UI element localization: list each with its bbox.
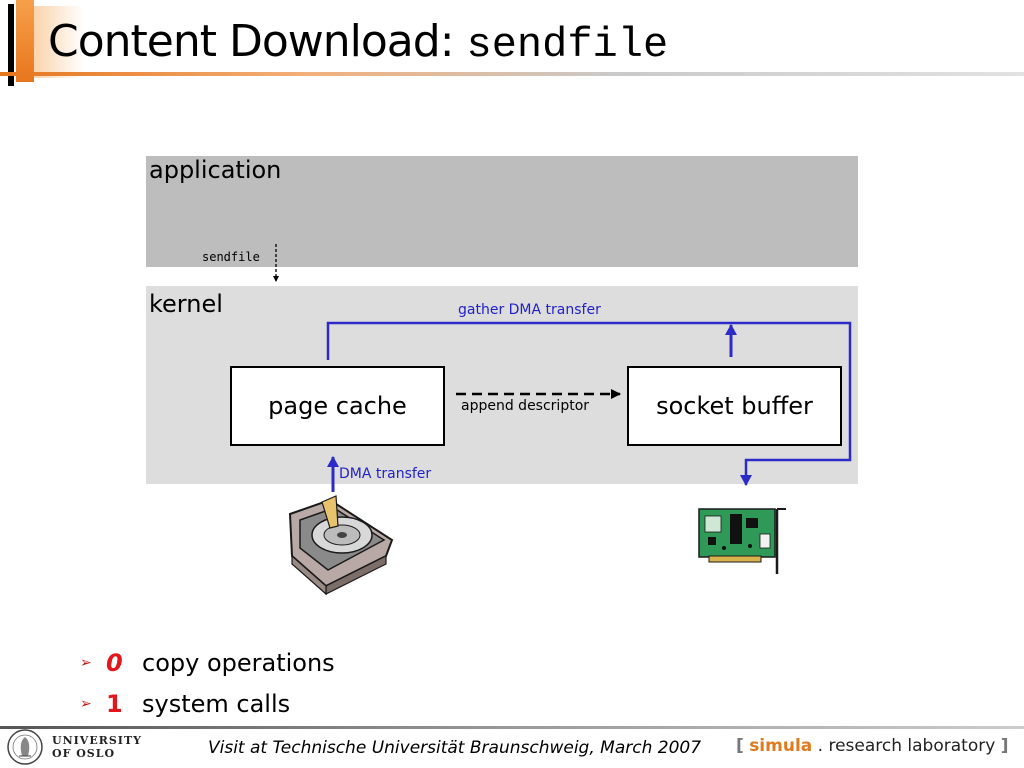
university-name-line1: UNIVERSITY — [52, 734, 142, 747]
simula-name: simula — [749, 736, 813, 756]
simula-bracket-open: [ — [736, 736, 744, 756]
application-layer-label: application — [149, 156, 282, 184]
bullet-number: 1 — [106, 690, 123, 718]
slide-title: Content Download: sendfile — [48, 14, 668, 73]
gather-dma-label: gather DMA transfer — [458, 302, 601, 318]
footer-note: Visit at Technische Universität Braunsch… — [208, 738, 702, 758]
title-accent-line — [8, 4, 14, 86]
kernel-layer-label: kernel — [149, 290, 223, 318]
footer-divider — [0, 726, 1024, 729]
simula-logo: [ simula . research laboratory ] — [736, 736, 1008, 756]
bullet-number: 0 — [106, 649, 123, 677]
sendfile-call-label: sendfile — [202, 250, 260, 264]
simula-subtitle: . research laboratory — [817, 736, 996, 756]
university-seal-icon — [7, 729, 43, 765]
slide-title-main: Content Download: — [48, 16, 455, 67]
network-card-icon — [698, 508, 786, 574]
slide-title-code: sendfile — [466, 21, 669, 69]
bullet-text: system calls — [142, 690, 291, 718]
bullet-item: ➢ 0 copy operations — [80, 646, 335, 680]
application-layer-panel — [146, 156, 858, 267]
bullet-text: copy operations — [142, 649, 335, 677]
title-accent-glow — [24, 6, 84, 78]
title-accent-bar — [16, 0, 34, 82]
append-descriptor-label: append descriptor — [461, 398, 590, 414]
hard-disk-icon — [288, 495, 394, 596]
dma-transfer-label: DMA transfer — [339, 466, 432, 482]
bullet-item: ➢ 1 system calls — [80, 687, 290, 721]
arrow-bullet-icon: ➢ — [80, 696, 92, 712]
simula-bracket-close: ] — [1000, 736, 1009, 756]
socket-buffer-box: socket buffer — [627, 366, 842, 446]
page-cache-box: page cache — [230, 366, 445, 446]
title-divider — [0, 72, 1024, 76]
arrow-bullet-icon: ➢ — [80, 655, 92, 671]
university-name-line2: OF OSLO — [52, 747, 116, 760]
socket-buffer-label: socket buffer — [656, 392, 813, 420]
page-cache-label: page cache — [268, 392, 407, 420]
